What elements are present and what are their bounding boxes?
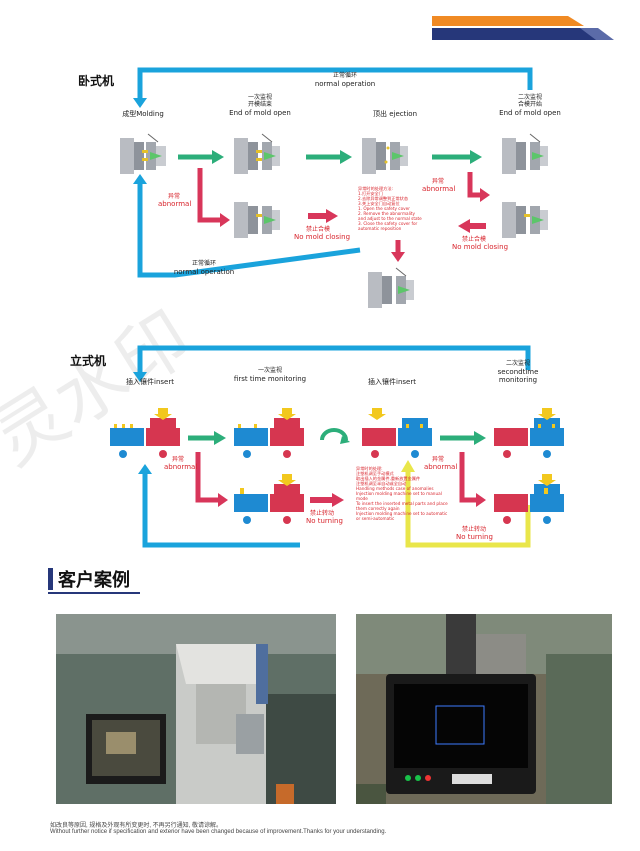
stage4-en: End of mold open: [499, 109, 561, 117]
v-stage3-label: 插入镶件insert: [368, 378, 416, 386]
v-stage4-cn: 二次监视: [505, 360, 531, 367]
machine-molding-image: [120, 133, 166, 174]
v-abnormal-right-cn: 异常: [432, 456, 445, 463]
note-line: Handling methods case of anomalies: [356, 486, 434, 491]
vertical-machine-1-image: [110, 408, 180, 458]
stage-ejection-label: 顶出 ejection: [372, 110, 418, 118]
note-line: 3.关上安全门自动复位: [358, 201, 400, 206]
vertical-machine-4-image: [494, 408, 564, 458]
stop-left-cn: 禁止合模: [306, 226, 331, 233]
note-line: them correctly again: [356, 506, 400, 511]
note-line: 异常时的处理方法:: [358, 186, 393, 191]
v-stage4-en2: monitoring: [498, 376, 538, 384]
machine-ejection-image: [362, 138, 408, 174]
v-abnormal-left-en: abnormal: [164, 463, 198, 471]
vertical-flow-diagram: [133, 345, 531, 548]
vertical-machine-abnormal-left-image: [234, 474, 304, 524]
abnormal-left-cn: 异常: [168, 193, 181, 200]
note-line: 异常时的处理:: [356, 466, 383, 471]
horizontal-handling-note: 异常时的处理方法: 1.打开安全门 2.去除异常调整到正常状态 3.关上安全门自…: [358, 186, 422, 231]
stage2-cn: 一次监视: [247, 94, 273, 101]
customer-case-photo-2: [356, 614, 612, 804]
v-stop-right-cn: 禁止转动: [462, 526, 487, 533]
note-line: Injection molding machine set to automat…: [356, 511, 448, 516]
stage2-cn2: 开模结束: [247, 101, 273, 108]
note-line: or semi-automatic: [356, 516, 395, 521]
loop-bottom-cn: 正常循环: [191, 260, 217, 267]
note-line: 2. Remove the abnormality: [358, 211, 416, 216]
v-stop-right-en: No turning: [456, 533, 493, 541]
note-line: 注塑机调至半自动或全自动: [356, 481, 407, 486]
stage4-cn2: 合模开始: [517, 101, 543, 108]
v-stage2-en: first time monitoring: [233, 375, 307, 383]
stop-right-en: No mold closing: [452, 243, 509, 251]
vertical-machine-2-image: [234, 408, 304, 458]
note-line: Injection molding machine set to manual: [356, 491, 442, 496]
note-line: To insert the inserted metal parts and p…: [356, 501, 448, 506]
header-bars: [432, 16, 614, 40]
machine-mold-close-image: [502, 133, 548, 174]
stop-left-en: No mold closing: [294, 233, 351, 241]
note-line: 3. Close the safety cover for: [358, 221, 418, 226]
vertical-machine-3-image: [362, 408, 432, 458]
note-line: and adjust to the normal state: [358, 216, 422, 221]
note-line: automatic reposition: [358, 226, 402, 231]
abnormal-right-en: abnormal: [422, 185, 456, 193]
machine-abnormal-right-image: [502, 202, 548, 238]
note-line: 取出插入的金属件,重新放置金属件: [356, 476, 421, 481]
footer-cn: 如改良等原因, 规格及外观有所变更时, 不再另行通知, 敬请谅解。: [50, 823, 223, 829]
loop-top-cn: 正常循环: [332, 72, 358, 79]
v-stop-left-en: No turning: [306, 517, 343, 525]
horizontal-flow-diagram: [133, 67, 533, 278]
machine-reset-image: [368, 267, 414, 308]
vertical-handling-note: 异常时的处理: 注塑机调至手动模式 取出插入的金属件,重新放置金属件 注塑机调至…: [356, 466, 448, 521]
loop-bottom-en: normal operation: [173, 268, 235, 276]
footer-en: Without further notice if specification …: [50, 829, 387, 835]
v-stop-left-cn: 禁止转动: [310, 510, 335, 517]
loop-top-en: normal operation: [314, 80, 376, 88]
v-stage4-en: secondtime: [497, 368, 539, 376]
cases-underline: [48, 592, 140, 594]
abnormal-left-en: abnormal: [158, 200, 192, 208]
v-stage1-label: 插入镶件insert: [126, 378, 174, 386]
machine-abnormal-left-image: [234, 202, 280, 238]
customer-case-photo-1: [56, 614, 336, 804]
machine-mold-open-image: [234, 133, 280, 174]
stage2-en: End of mold open: [229, 109, 291, 117]
vertical-title: 立式机: [70, 354, 107, 368]
horizontal-title: 卧式机: [78, 74, 115, 88]
v-abnormal-left-cn: 异常: [172, 456, 185, 463]
vertical-machine-abnormal-right-image: [494, 474, 564, 524]
cases-title: 客户案例: [58, 570, 130, 591]
note-line: 2.去除异常调整到正常状态: [358, 196, 409, 201]
cases-title-bar: [48, 568, 53, 590]
stage4-cn: 二次监视: [517, 94, 543, 101]
note-line: 1. Open the safety cover: [358, 206, 410, 211]
stop-right-cn: 禁止合模: [462, 236, 487, 243]
v-abnormal-right-en: abnormal: [424, 463, 458, 471]
note-line: 1.打开安全门: [358, 191, 383, 196]
abnormal-right-cn: 异常: [432, 178, 445, 185]
v-stage2-cn: 一次监视: [257, 367, 283, 374]
stage-molding-label: 成型Molding: [122, 110, 164, 118]
note-line: 注塑机调至手动模式: [356, 471, 394, 476]
note-line: mode: [356, 496, 368, 501]
